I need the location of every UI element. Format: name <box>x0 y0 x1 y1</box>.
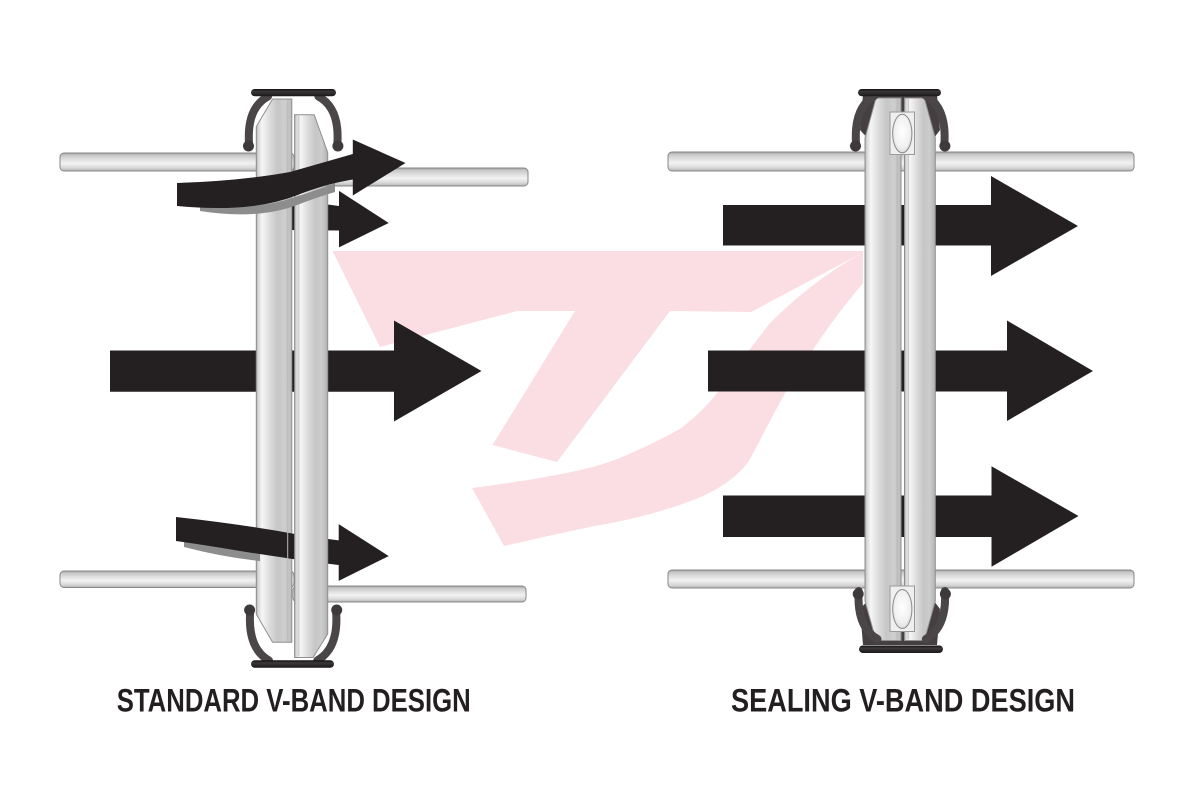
svg-text:SEALING V-BAND DESIGN: SEALING V-BAND DESIGN <box>731 683 1075 719</box>
svg-text:STANDARD V-BAND DESIGN: STANDARD V-BAND DESIGN <box>117 683 471 719</box>
